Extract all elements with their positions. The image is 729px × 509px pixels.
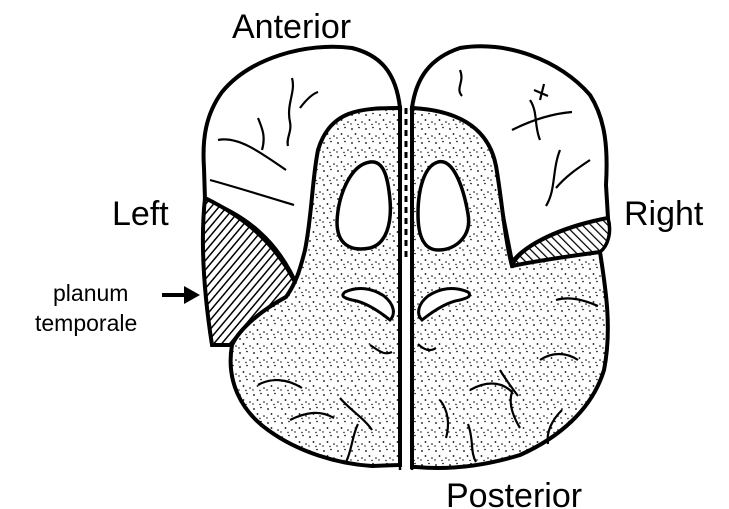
label-right: Right bbox=[624, 197, 703, 231]
label-temporale: temporale bbox=[35, 312, 137, 335]
planum-arrow bbox=[162, 286, 200, 304]
label-planum: planum bbox=[53, 282, 128, 305]
label-posterior: Posterior bbox=[446, 479, 582, 509]
label-left: Left bbox=[112, 197, 169, 231]
left-hemisphere bbox=[203, 47, 400, 466]
label-anterior: Anterior bbox=[232, 10, 351, 44]
